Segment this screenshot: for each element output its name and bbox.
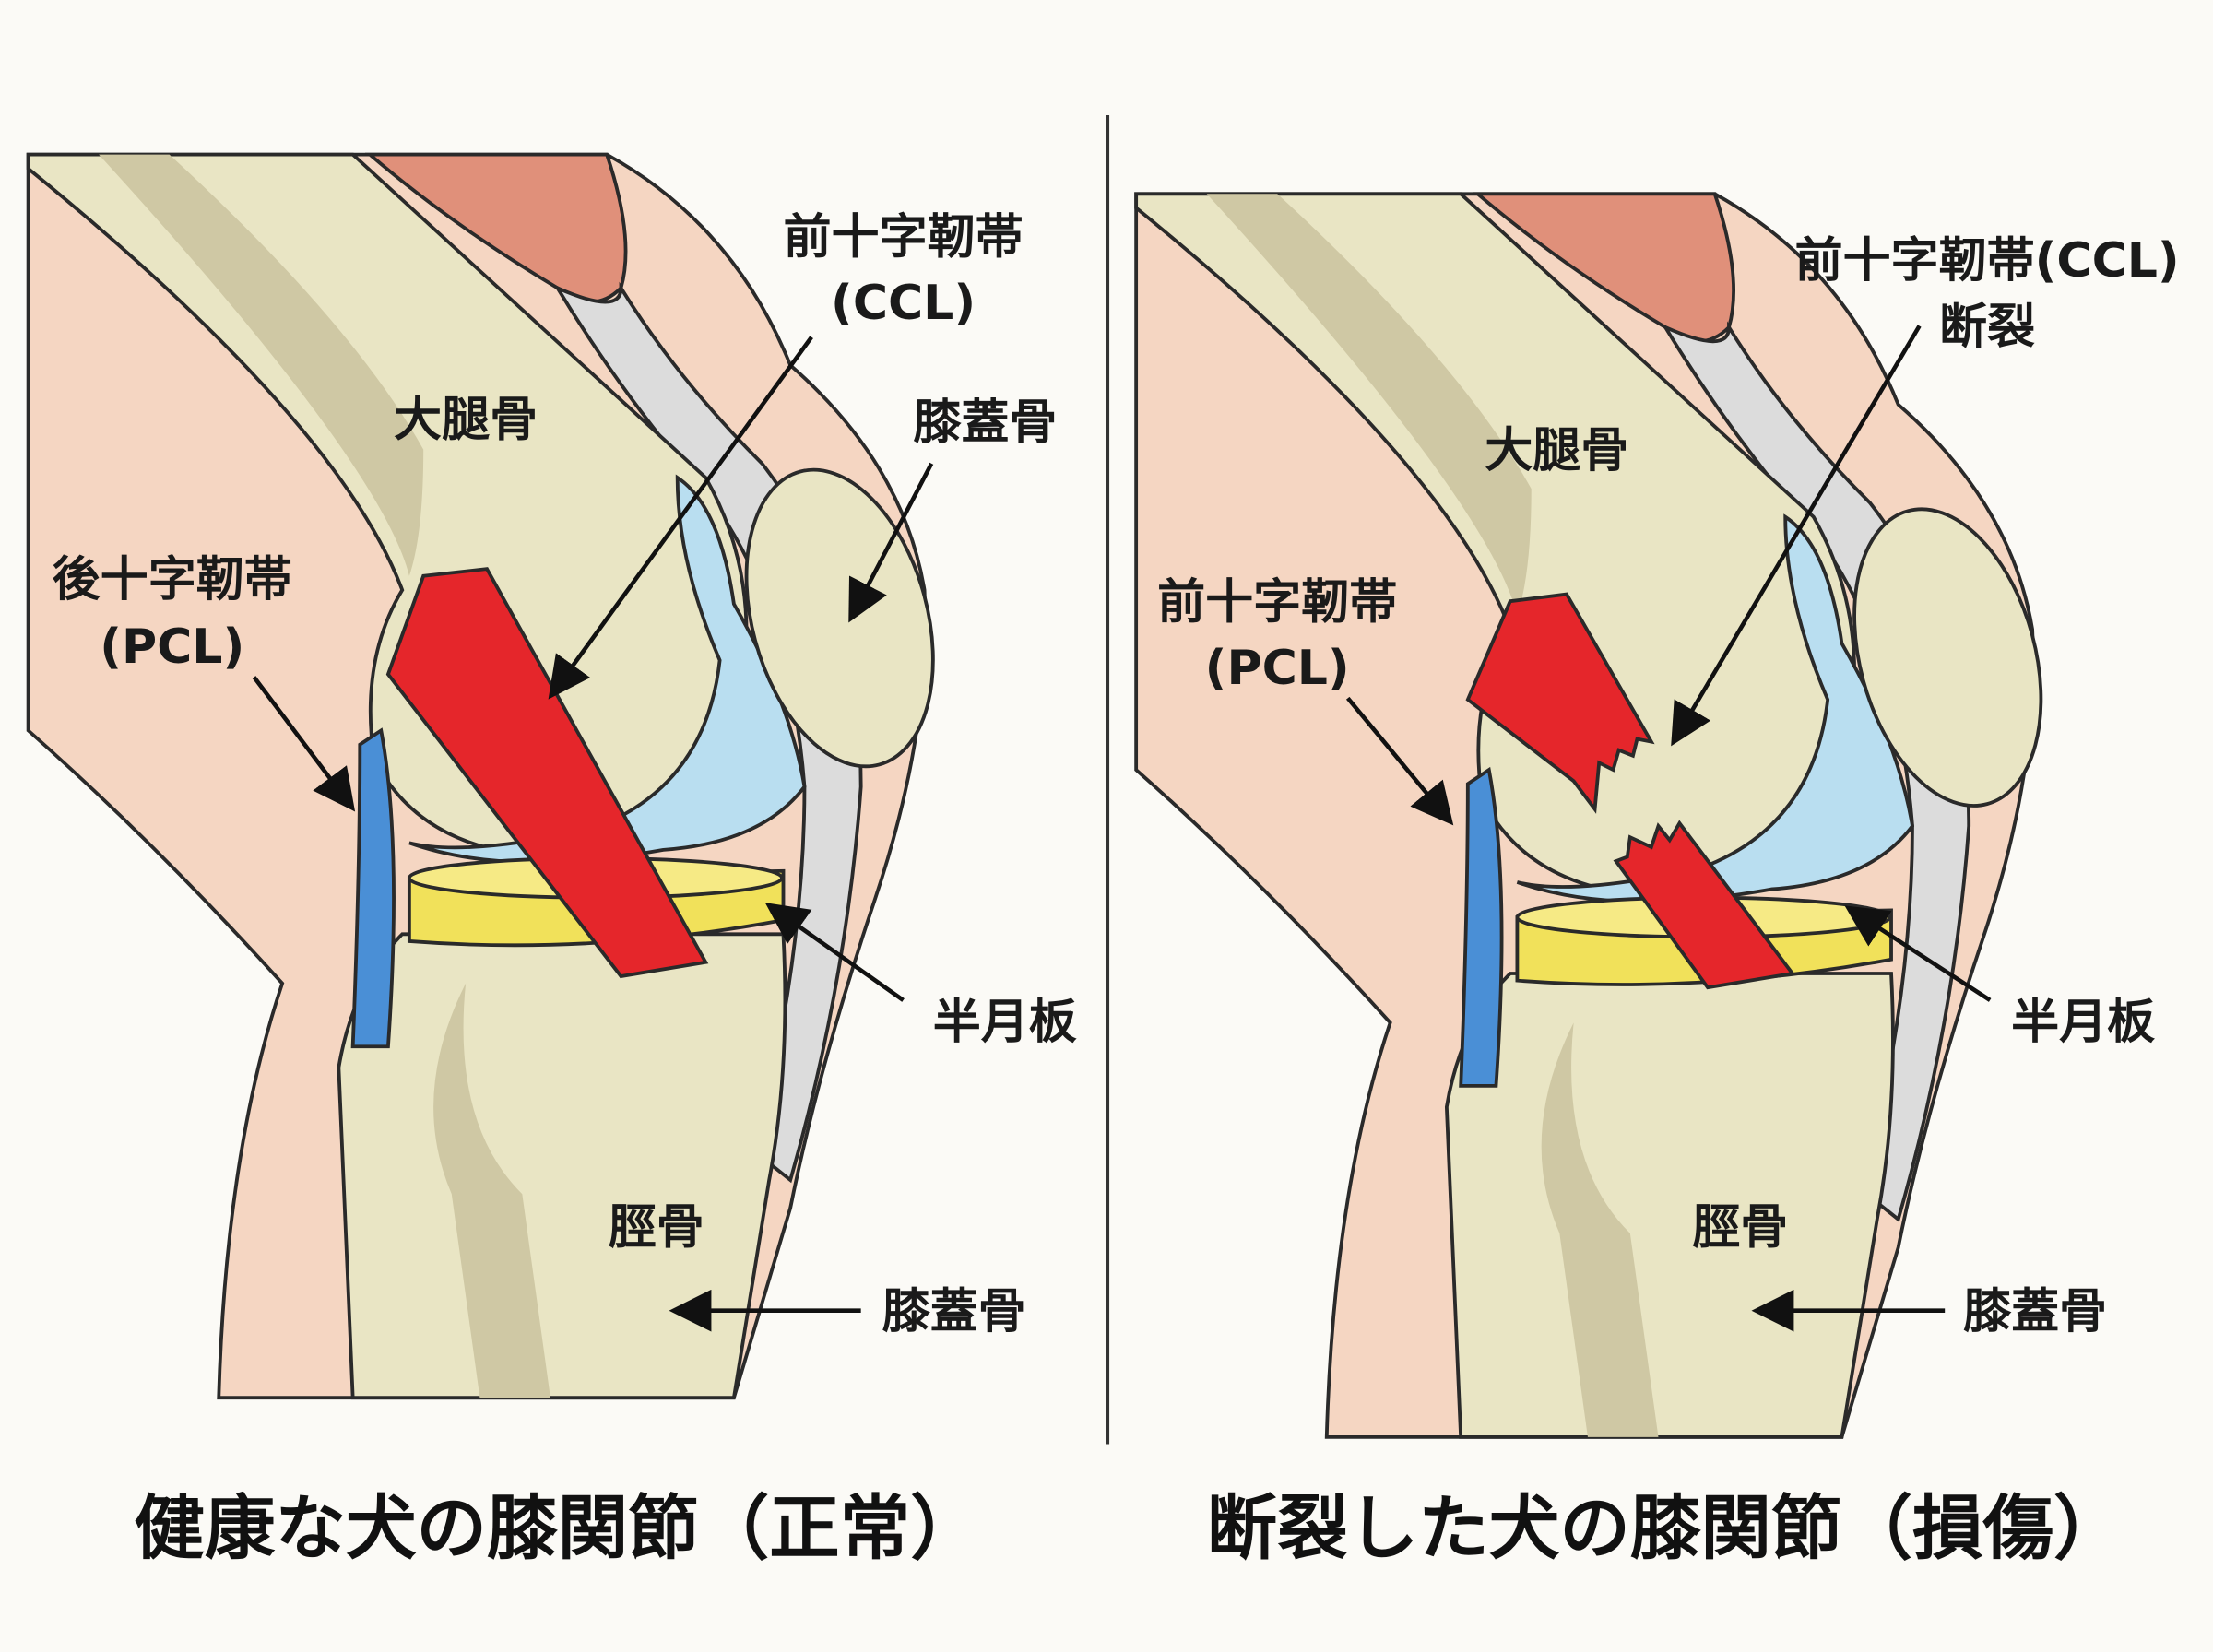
label-patella-lower: 膝蓋骨 xyxy=(882,1284,1026,1339)
arrow-pcl xyxy=(1345,696,1454,826)
label-ccl: 前十字靭帯 xyxy=(784,209,1024,265)
ccl-upper-fragment xyxy=(1465,592,1655,814)
arrow-patella xyxy=(848,462,934,623)
label-femur: 大腿骨 xyxy=(394,392,538,447)
arrow-ccl xyxy=(548,336,813,700)
label-meniscus: 半月板 xyxy=(933,995,1077,1050)
arrow-pcl xyxy=(252,676,356,812)
arrow-meniscus xyxy=(764,903,905,1002)
label-tibia: 脛骨 xyxy=(609,1200,704,1256)
ruptured-knee-illustration xyxy=(1134,192,2074,1439)
arrow-meniscus xyxy=(1844,905,1992,1002)
left-arrows xyxy=(252,336,934,1332)
right-arrows xyxy=(1345,324,1992,1332)
label-ccl-abbr: (CCL) xyxy=(831,276,976,331)
label-pcl: 後十字靭帯 xyxy=(53,552,292,608)
ccl-lower-fragment xyxy=(1613,820,1796,990)
label-tibia: 脛骨 xyxy=(1692,1200,1788,1256)
label-pcl-abbr: (PCL) xyxy=(100,620,244,675)
title-healthy: 健康な犬の膝関節（正常） xyxy=(134,1488,980,1570)
ccl-ligament xyxy=(385,567,709,979)
label-patella-lower: 膝蓋骨 xyxy=(1963,1284,2107,1339)
pcl-ligament xyxy=(350,727,396,1049)
pcl-ligament xyxy=(1459,766,1504,1088)
label-ccl: 前十字靭帯(CCL) xyxy=(1795,233,2180,289)
knee-anatomy xyxy=(1134,192,2074,1439)
label-patella: 膝蓋骨 xyxy=(913,395,1057,451)
label-femur: 大腿骨 xyxy=(1485,423,1628,478)
title-ruptured: 断裂した犬の膝関節（損傷） xyxy=(1207,1488,2124,1570)
healthy-knee-illustration xyxy=(26,152,966,1400)
arrow-ccl-rupture xyxy=(1671,324,1922,747)
label-pcl: 前十字靭帯 xyxy=(1157,575,1397,631)
label-meniscus: 半月板 xyxy=(2011,995,2155,1050)
label-pcl-abbr: (PCL) xyxy=(1205,641,1350,696)
label-rupture: 断裂 xyxy=(1939,300,2035,355)
